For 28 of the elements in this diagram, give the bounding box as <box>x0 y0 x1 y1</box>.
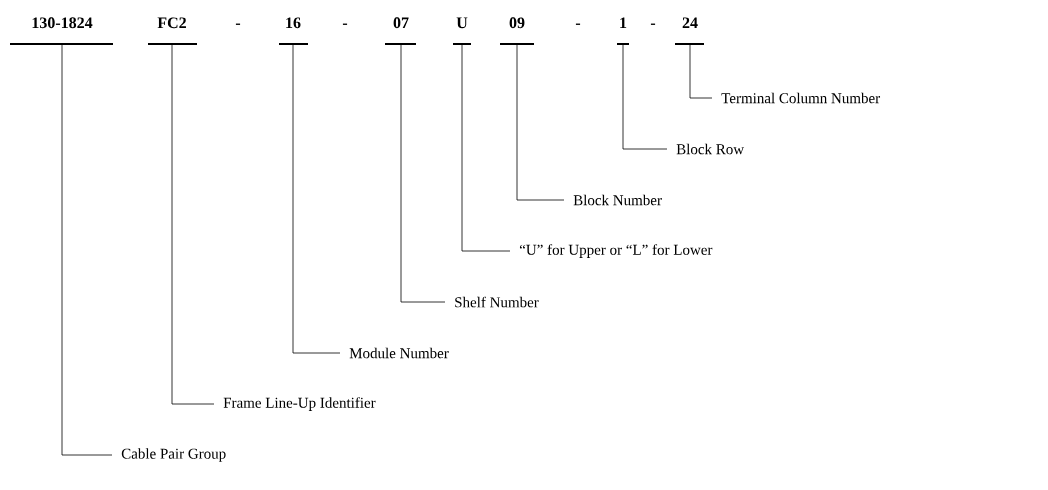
separator-dash: - <box>650 23 656 25</box>
code-part: 24 <box>674 17 705 45</box>
leader-line <box>61 44 113 456</box>
description-text: Module Number <box>349 347 449 359</box>
code-part: 1 <box>616 17 630 45</box>
leader-line <box>171 44 215 405</box>
leader-line <box>689 44 713 99</box>
separator-dash: - <box>235 23 241 25</box>
leader-line <box>516 44 565 201</box>
description-text: “U” for Upper or “L” for Lower <box>519 244 713 258</box>
code-part: U <box>452 17 472 45</box>
leader-line <box>461 44 511 252</box>
description-text: Block Number <box>573 194 662 206</box>
description-text: Frame Line-Up Identifier <box>223 397 376 411</box>
code-part: 16 <box>278 17 309 45</box>
leader-line <box>400 44 446 303</box>
description-text: Shelf Number <box>455 296 539 308</box>
code-part: 130-1824 <box>9 17 114 45</box>
description-text: Terminal Column Number <box>721 92 880 104</box>
leader-line <box>292 44 341 354</box>
code-part: 07 <box>384 17 417 45</box>
description-text: Block Row <box>676 143 745 155</box>
code-part: FC2 <box>147 17 198 45</box>
code-part: 09 <box>499 17 535 45</box>
description-text: Cable Pair Group <box>121 448 226 462</box>
separator-dash: - <box>342 23 348 25</box>
separator-dash: - <box>575 23 581 25</box>
leader-line <box>622 44 668 150</box>
